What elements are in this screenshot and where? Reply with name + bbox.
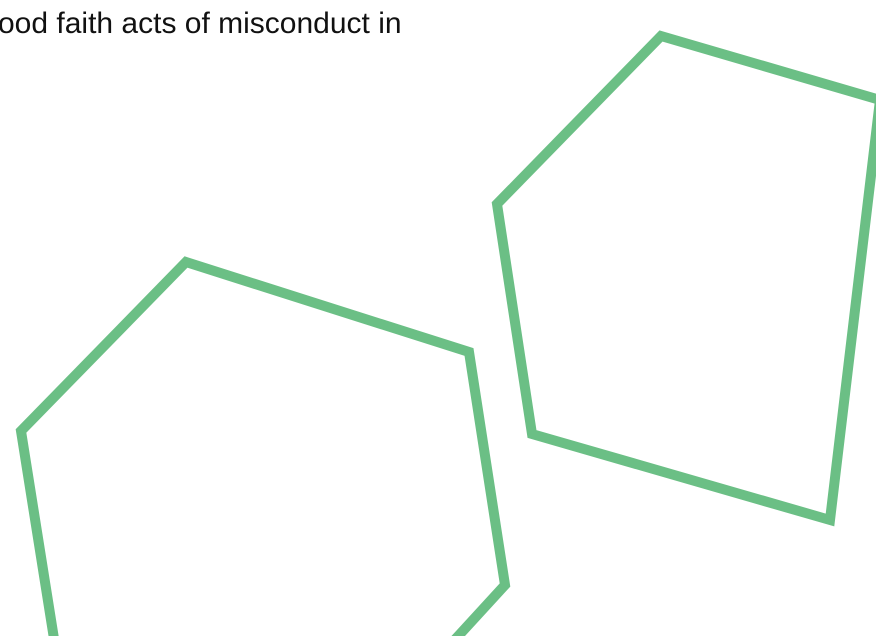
document-text-line: ood faith acts of misconduct in xyxy=(0,7,402,40)
hexagon-outline-left xyxy=(15,256,511,636)
hexagon-outline-right xyxy=(491,30,876,527)
